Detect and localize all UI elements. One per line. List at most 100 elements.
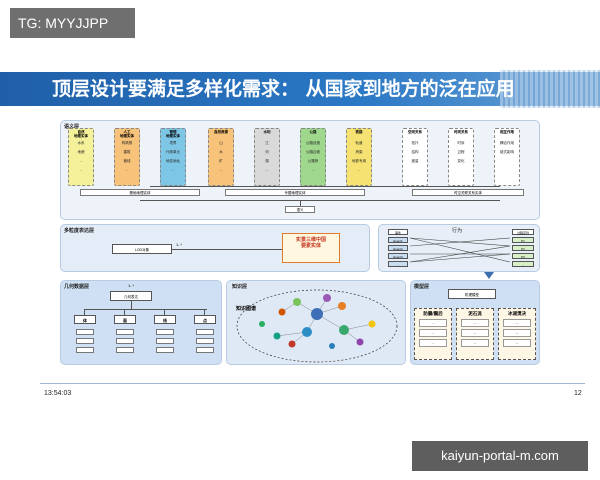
semantic-column-item: 桥梁 <box>355 150 363 154</box>
geometry-node: 点 <box>194 315 216 324</box>
geometry-subnode <box>156 347 174 353</box>
model-box-item: ... <box>419 339 447 347</box>
geometry-subnode <box>196 338 214 344</box>
semantic-column-item: 轨道 <box>355 141 363 145</box>
model-box: 防震/震后......... <box>414 308 452 360</box>
footer-time: 13:54:03 <box>44 390 72 397</box>
semantic-column-item: 湖 <box>265 159 269 163</box>
semantic-column-item: ... <box>219 168 223 172</box>
semantic-column-item: ... <box>265 168 269 172</box>
semantic-column: 人工 地理实体构筑物建筑管线... <box>114 128 140 186</box>
event-item: ... <box>388 261 408 267</box>
semantic-column-header: 自然 地理实体 <box>74 130 88 138</box>
semantic-column-header: 人工 地理实体 <box>120 130 134 138</box>
semantic-column-item: 地铁专用 <box>352 159 366 163</box>
footer-divider <box>40 383 585 384</box>
connector <box>140 200 500 201</box>
geometry-subnode <box>76 347 94 353</box>
semantic-column-header: 铁路 <box>355 130 363 134</box>
semantic-column: 自然 地理实体水系地貌...... <box>68 128 94 186</box>
geometry-subnode <box>196 329 214 335</box>
entity-center-text: 实景三维中国 要素实体 <box>295 237 326 249</box>
model-box: 冰湖溃决......... <box>498 308 536 360</box>
process-item: P1 <box>512 237 534 243</box>
model-box-item: ... <box>461 339 489 347</box>
geometry-subnode <box>116 338 134 344</box>
knowledge-graph-label: 知识图谱 <box>236 306 257 312</box>
connector <box>172 249 282 250</box>
semantic-layer-label: 语义层 <box>64 124 80 130</box>
event-item: Event3 <box>388 253 408 259</box>
semantic-column: 管理 地理实体境界行政单元地名地址... <box>160 128 186 186</box>
process-item: P3 <box>512 253 534 259</box>
semantic-column-item: 拓扑 <box>411 141 419 145</box>
knowledge-graph <box>236 289 398 363</box>
semantic-column-item: 结构 <box>411 150 419 154</box>
entity-center-box: 实景三维中国 要素实体 <box>282 233 340 263</box>
knowledge-layer-label: 知识层 <box>232 284 248 290</box>
model-box: 泥石流......... <box>456 308 494 360</box>
semantic-column-item: 建筑 <box>123 150 131 154</box>
semantic-column-item: ... <box>125 168 129 172</box>
connector <box>300 200 301 206</box>
semantic-column-item: 链式影响 <box>500 150 514 154</box>
geometry-root-box: 几何表达 <box>110 291 152 301</box>
watermark-top: TG: MYYJJPP <box>10 8 135 38</box>
geometry-subnode <box>156 338 174 344</box>
process-item: 过程序列 <box>512 229 534 235</box>
geometry-node: 面 <box>114 315 136 324</box>
model-box-item: ... <box>461 319 489 327</box>
semantic-column: 铁路轨道桥梁地铁专用... <box>346 128 372 186</box>
semantic-column-item: 水 <box>219 150 223 154</box>
connector <box>85 309 207 310</box>
semantic-column-item: 河 <box>265 150 269 154</box>
semantic-column-item: 公路设施 <box>306 141 320 145</box>
model-box-title: 泥石流 <box>468 311 482 316</box>
semantic-box: 语义 <box>285 206 315 213</box>
footer-page-number: 12 <box>574 390 582 397</box>
model-box-item: ... <box>503 329 531 337</box>
event-item: 事件 <box>388 229 408 235</box>
model-box-item: ... <box>503 339 531 347</box>
ratio-label: 1..* <box>176 242 183 247</box>
semantic-column-item: 时序 <box>457 141 465 145</box>
semantic-column: 相互作用耦合作用链式影响 <box>494 128 520 186</box>
geometry-subnode <box>156 329 174 335</box>
event-item: Event1 <box>388 237 408 243</box>
semantic-column: 水利江河湖... <box>254 128 280 186</box>
lod-box: LOD对象 <box>112 244 172 254</box>
geometry-subnode <box>116 329 134 335</box>
semantic-column-item: 境界 <box>169 141 177 145</box>
semantic-column-item: 矿 <box>219 159 223 163</box>
geometry-layer-label: 几何数据层 <box>64 284 90 290</box>
semantic-column-item: 管线 <box>123 159 131 163</box>
semantic-column: 时间关系时序过程变化 <box>448 128 474 186</box>
process-item: P2 <box>512 245 534 251</box>
knowledge-layer-panel <box>226 280 406 365</box>
semantic-column: 空间关系拓扑结构度量 <box>402 128 428 186</box>
model-box-item: ... <box>419 319 447 327</box>
semantic-bar-basic: 基础地理实体 <box>80 189 200 196</box>
model-box-item: ... <box>503 319 531 327</box>
semantic-column-header: 时间关系 <box>454 130 468 134</box>
semantic-column-item: 山 <box>219 141 223 145</box>
semantic-column: 自然资源山水矿... <box>208 128 234 186</box>
model-box-title: 防震/震后 <box>423 311 443 316</box>
geometry-subnode <box>116 347 134 353</box>
connector <box>164 309 165 315</box>
behavior-label: 行为 <box>452 228 463 234</box>
slide-title: 顶层设计要满足多样化需求： 从国家到地方的泛在应用 <box>52 78 515 100</box>
arrow-down-icon <box>484 272 494 279</box>
semantic-column-header: 公路 <box>309 130 317 134</box>
semantic-column-item: 行政单元 <box>166 150 180 154</box>
building-image <box>500 70 600 108</box>
watermark-bottom: kaiyun-portal-m.com <box>412 441 588 471</box>
geometry-node: 线 <box>154 315 176 324</box>
semantic-column-item: 过程 <box>457 150 465 154</box>
semantic-column: 公路公路设施公路边坡公路桥... <box>300 128 326 186</box>
semantic-column-item: 地貌 <box>77 150 85 154</box>
connector <box>204 309 205 315</box>
semantic-column-item: ... <box>311 168 315 172</box>
semantic-column-item: 构筑物 <box>121 141 133 145</box>
semantic-column-item: 度量 <box>411 159 419 163</box>
